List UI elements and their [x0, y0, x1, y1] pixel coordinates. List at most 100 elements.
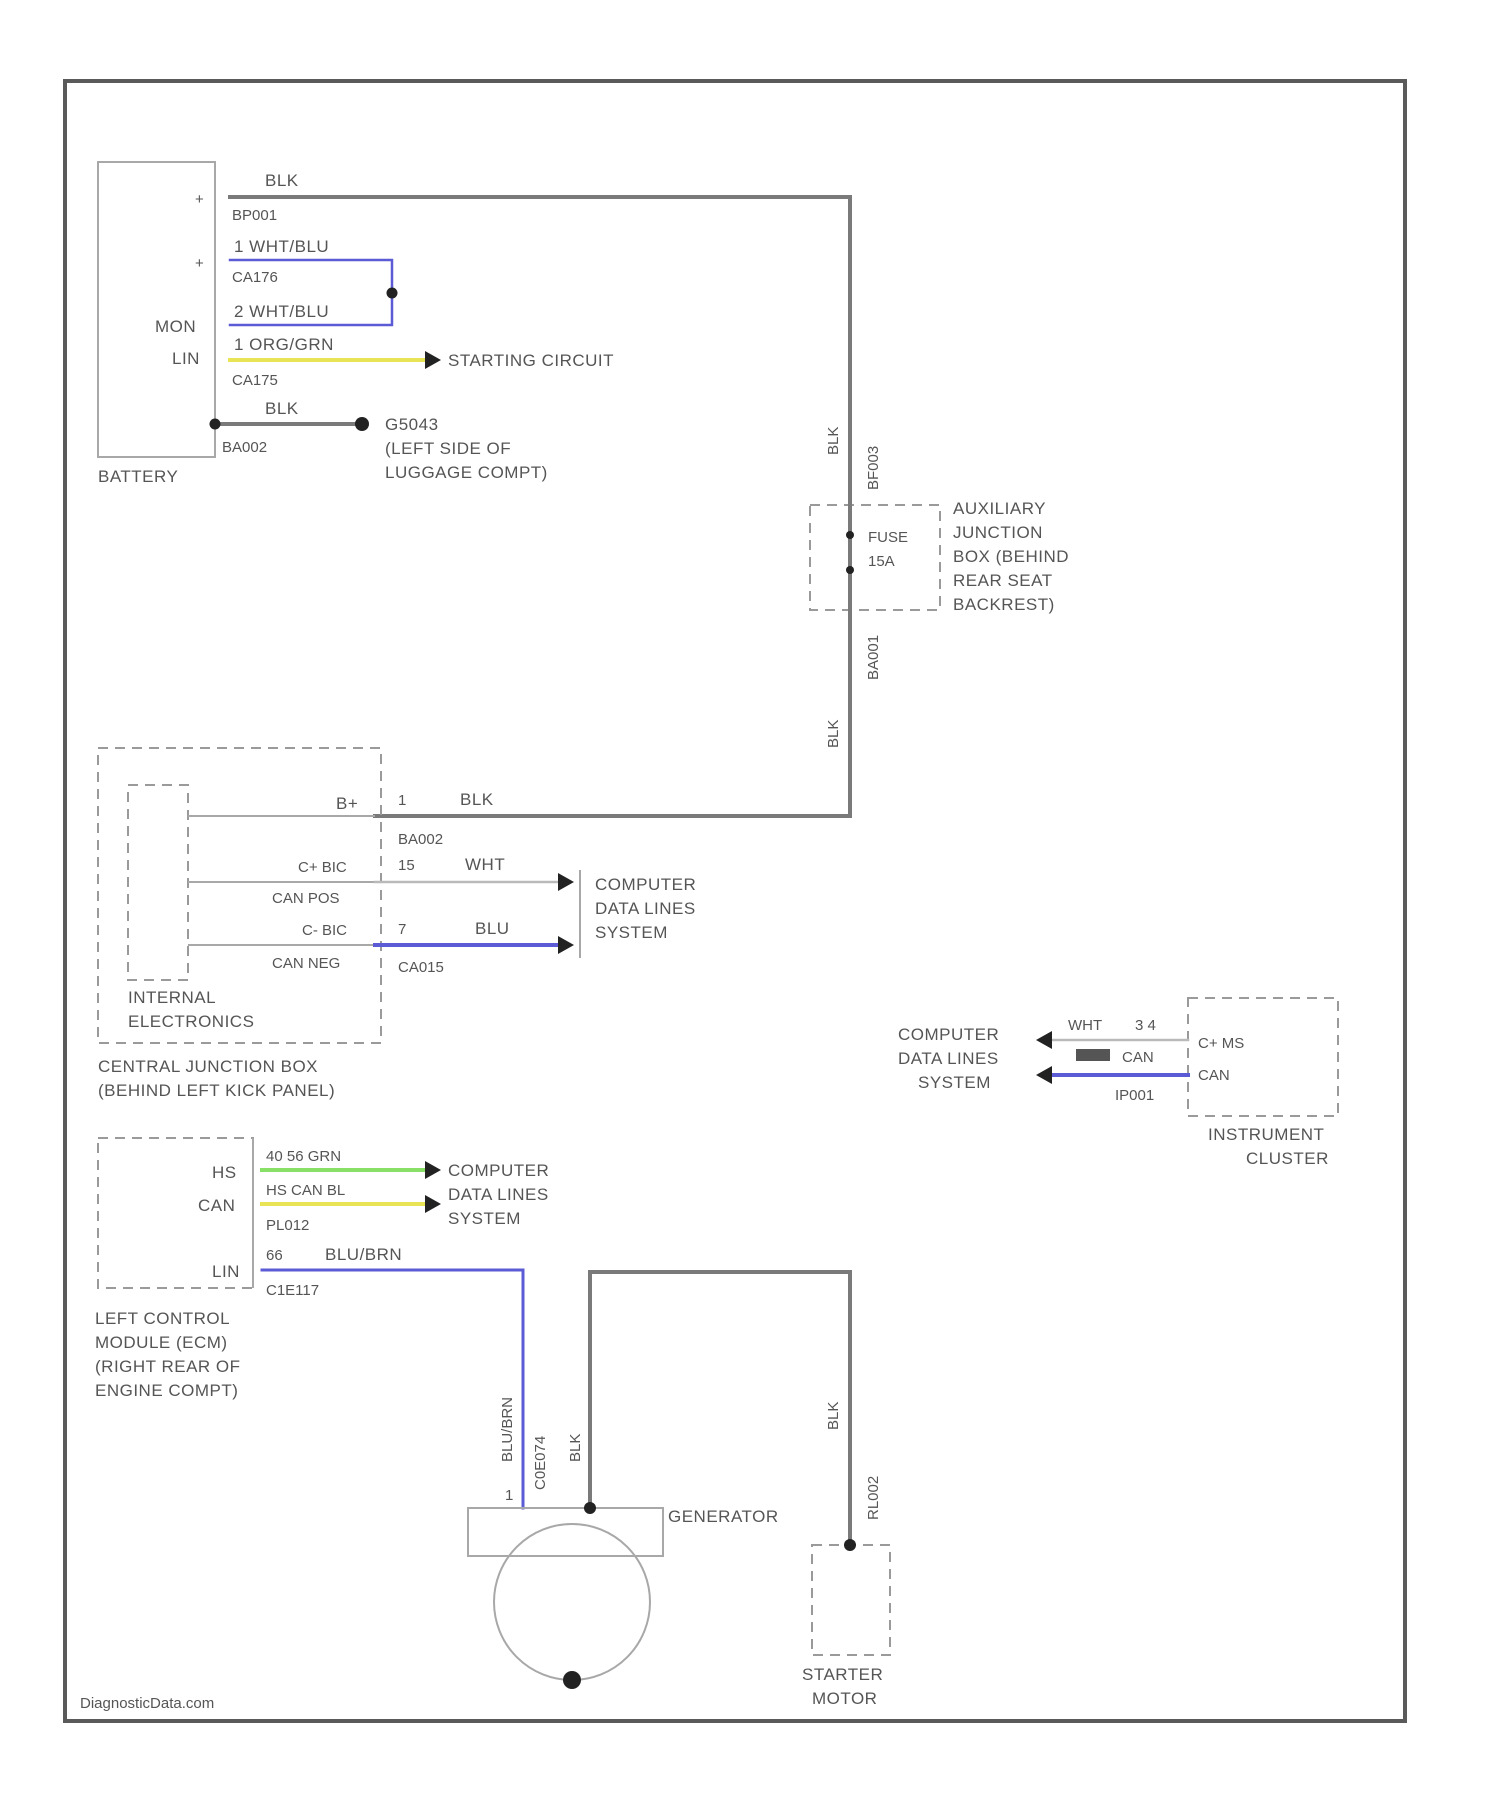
ecm-hs-can-high-arrow	[425, 1161, 441, 1179]
cjb-w3-color: BLU	[475, 919, 510, 938]
gen-blu-wire-label: BLU/BRN	[499, 1397, 516, 1462]
lin-connector: CA175	[232, 372, 278, 389]
starter-connector: RL002	[865, 1476, 882, 1520]
cjb-w2-pin: 15	[398, 857, 415, 874]
ecm-pin-hs: HS	[212, 1163, 237, 1182]
ic-w1: WHT	[1068, 1017, 1102, 1034]
ecm-pin-can: CAN	[198, 1196, 235, 1215]
starter-blk-wire-label: BLK	[825, 1402, 842, 1430]
battery-label: BATTERY	[98, 467, 178, 486]
ic-connector: IP001	[1115, 1087, 1154, 1104]
fuse-top-contact	[846, 531, 854, 539]
starter-terminal	[844, 1539, 856, 1551]
cjb-w2-color: WHT	[465, 855, 505, 874]
ground-id: G5043	[385, 415, 439, 434]
starter-name-1: STARTER	[802, 1665, 883, 1684]
cjb-pin-bplus: B+	[336, 794, 358, 813]
generator-ground-terminal	[563, 1671, 581, 1689]
ecm-name-1: LEFT CONTROL	[95, 1309, 230, 1328]
cjb-internal-label-2: ELECTRONICS	[128, 1012, 254, 1031]
cjb-pin-c-bic-2: C- BIC	[302, 922, 347, 939]
mon-connector: CA176	[232, 269, 278, 286]
mon-loop-splice	[387, 288, 398, 299]
cjb-internal-label-1: INTERNAL	[128, 988, 216, 1007]
cjb-w1-connector: BA002	[398, 831, 443, 848]
ecm-w1: 40 56 GRN	[266, 1148, 341, 1165]
generator-blk-terminal	[584, 1502, 596, 1514]
ic-pin-2: CAN	[1198, 1067, 1230, 1084]
ecm-name-3: (RIGHT REAR OF	[95, 1357, 241, 1376]
battery-pin-lin: LIN	[172, 349, 200, 368]
ground-connector: BA002	[222, 439, 267, 456]
ic-w2: CAN	[1122, 1049, 1154, 1066]
battery-pin-mon: MON	[155, 317, 196, 336]
cjb-name-2: (BEHIND LEFT KICK PANEL)	[98, 1081, 335, 1100]
cdl2-line-3: SYSTEM	[918, 1073, 991, 1092]
cdl2-line-2: DATA LINES	[898, 1049, 999, 1068]
gen-connector: C0E074	[532, 1436, 549, 1490]
ecm-w2: HS CAN BL	[266, 1182, 345, 1199]
footer-watermark: DiagnosticData.com	[80, 1695, 214, 1712]
fuse-label: FUSE	[868, 529, 908, 546]
ic-wire-tag	[1076, 1049, 1110, 1061]
cjb-internal-electronics	[128, 785, 188, 980]
cjb-w1-color: BLK	[460, 790, 494, 809]
ecm-w3-pin: 66	[266, 1247, 283, 1264]
lin-wire-label: 1 ORG/GRN	[234, 335, 334, 354]
cjb-can-neg-arrow	[558, 936, 574, 954]
ground-location-1: (LEFT SIDE OF	[385, 439, 511, 458]
fuse-to-cjb-wire	[375, 610, 850, 816]
ecm-w3-color: BLU/BRN	[325, 1245, 402, 1264]
cdl3-line-3: SYSTEM	[448, 1209, 521, 1228]
generator-terminal-block	[468, 1508, 663, 1556]
fuse-bottom-connector: BA001	[865, 635, 882, 680]
ecm-connector: PL012	[266, 1217, 309, 1234]
cdl3-line-2: DATA LINES	[448, 1185, 549, 1204]
ecm-hs-can-low-arrow	[425, 1195, 441, 1213]
gen-blk-wire-label: BLK	[567, 1434, 584, 1462]
ecm-connector-2: C1E117	[266, 1282, 319, 1299]
cdl1-line-2: DATA LINES	[595, 899, 696, 918]
fuse-bottom-contact	[846, 566, 854, 574]
ic-pins: 3 4	[1135, 1017, 1156, 1034]
cjb-w1-pin: 1	[398, 792, 406, 809]
ic-can-pos-arrow	[1036, 1031, 1052, 1049]
ground-point	[355, 417, 369, 431]
cjb-pin-can-pos: CAN POS	[272, 890, 340, 907]
cdl1-line-1: COMPUTER	[595, 875, 696, 894]
aux-box-line-2: JUNCTION	[953, 523, 1043, 542]
cjb-pin-c-bic: C+ BIC	[298, 859, 347, 876]
fuse-top-wire-label: BLK	[825, 427, 842, 455]
battery-bp-connector: BP001	[232, 207, 277, 224]
ic-pin-1: C+ MS	[1198, 1035, 1244, 1052]
starter-name-2: MOTOR	[812, 1689, 877, 1708]
starting-circuit-label: STARTING CIRCUIT	[448, 351, 614, 370]
fuse-bottom-wire-label: BLK	[825, 720, 842, 748]
ecm-name-4: ENGINE COMPT)	[95, 1381, 238, 1400]
starting-circuit-arrow	[425, 351, 441, 369]
ic-can-neg-arrow	[1036, 1066, 1052, 1084]
aux-box-line-1: AUXILIARY	[953, 499, 1046, 518]
aux-box-line-5: BACKREST)	[953, 595, 1055, 614]
ground-location-2: LUGGAGE COMPT)	[385, 463, 548, 482]
diagram-frame	[65, 81, 1405, 1721]
cjb-w3-pin: 7	[398, 921, 406, 938]
cdl3-line-1: COMPUTER	[448, 1161, 549, 1180]
ecm-name-2: MODULE (ECM)	[95, 1333, 228, 1352]
generator-label: GENERATOR	[668, 1507, 779, 1526]
generator-to-starter-wire	[590, 1272, 850, 1545]
mon-wire-1-label: 1 WHT/BLU	[234, 237, 329, 256]
fuse-rating: 15A	[868, 553, 895, 570]
battery-blk-label: BLK	[265, 171, 299, 190]
battery-plus-mark: +	[195, 191, 204, 208]
cdl1-line-3: SYSTEM	[595, 923, 668, 942]
cjb-pin-can-neg: CAN NEG	[272, 955, 340, 972]
aux-box-line-4: REAR SEAT	[953, 571, 1053, 590]
starter-motor	[812, 1545, 890, 1655]
battery-plus-mark-2: +	[195, 255, 204, 272]
aux-box-line-3: BOX (BEHIND	[953, 547, 1069, 566]
ic-name-1: INSTRUMENT	[1208, 1125, 1324, 1144]
instrument-cluster	[1188, 998, 1338, 1116]
